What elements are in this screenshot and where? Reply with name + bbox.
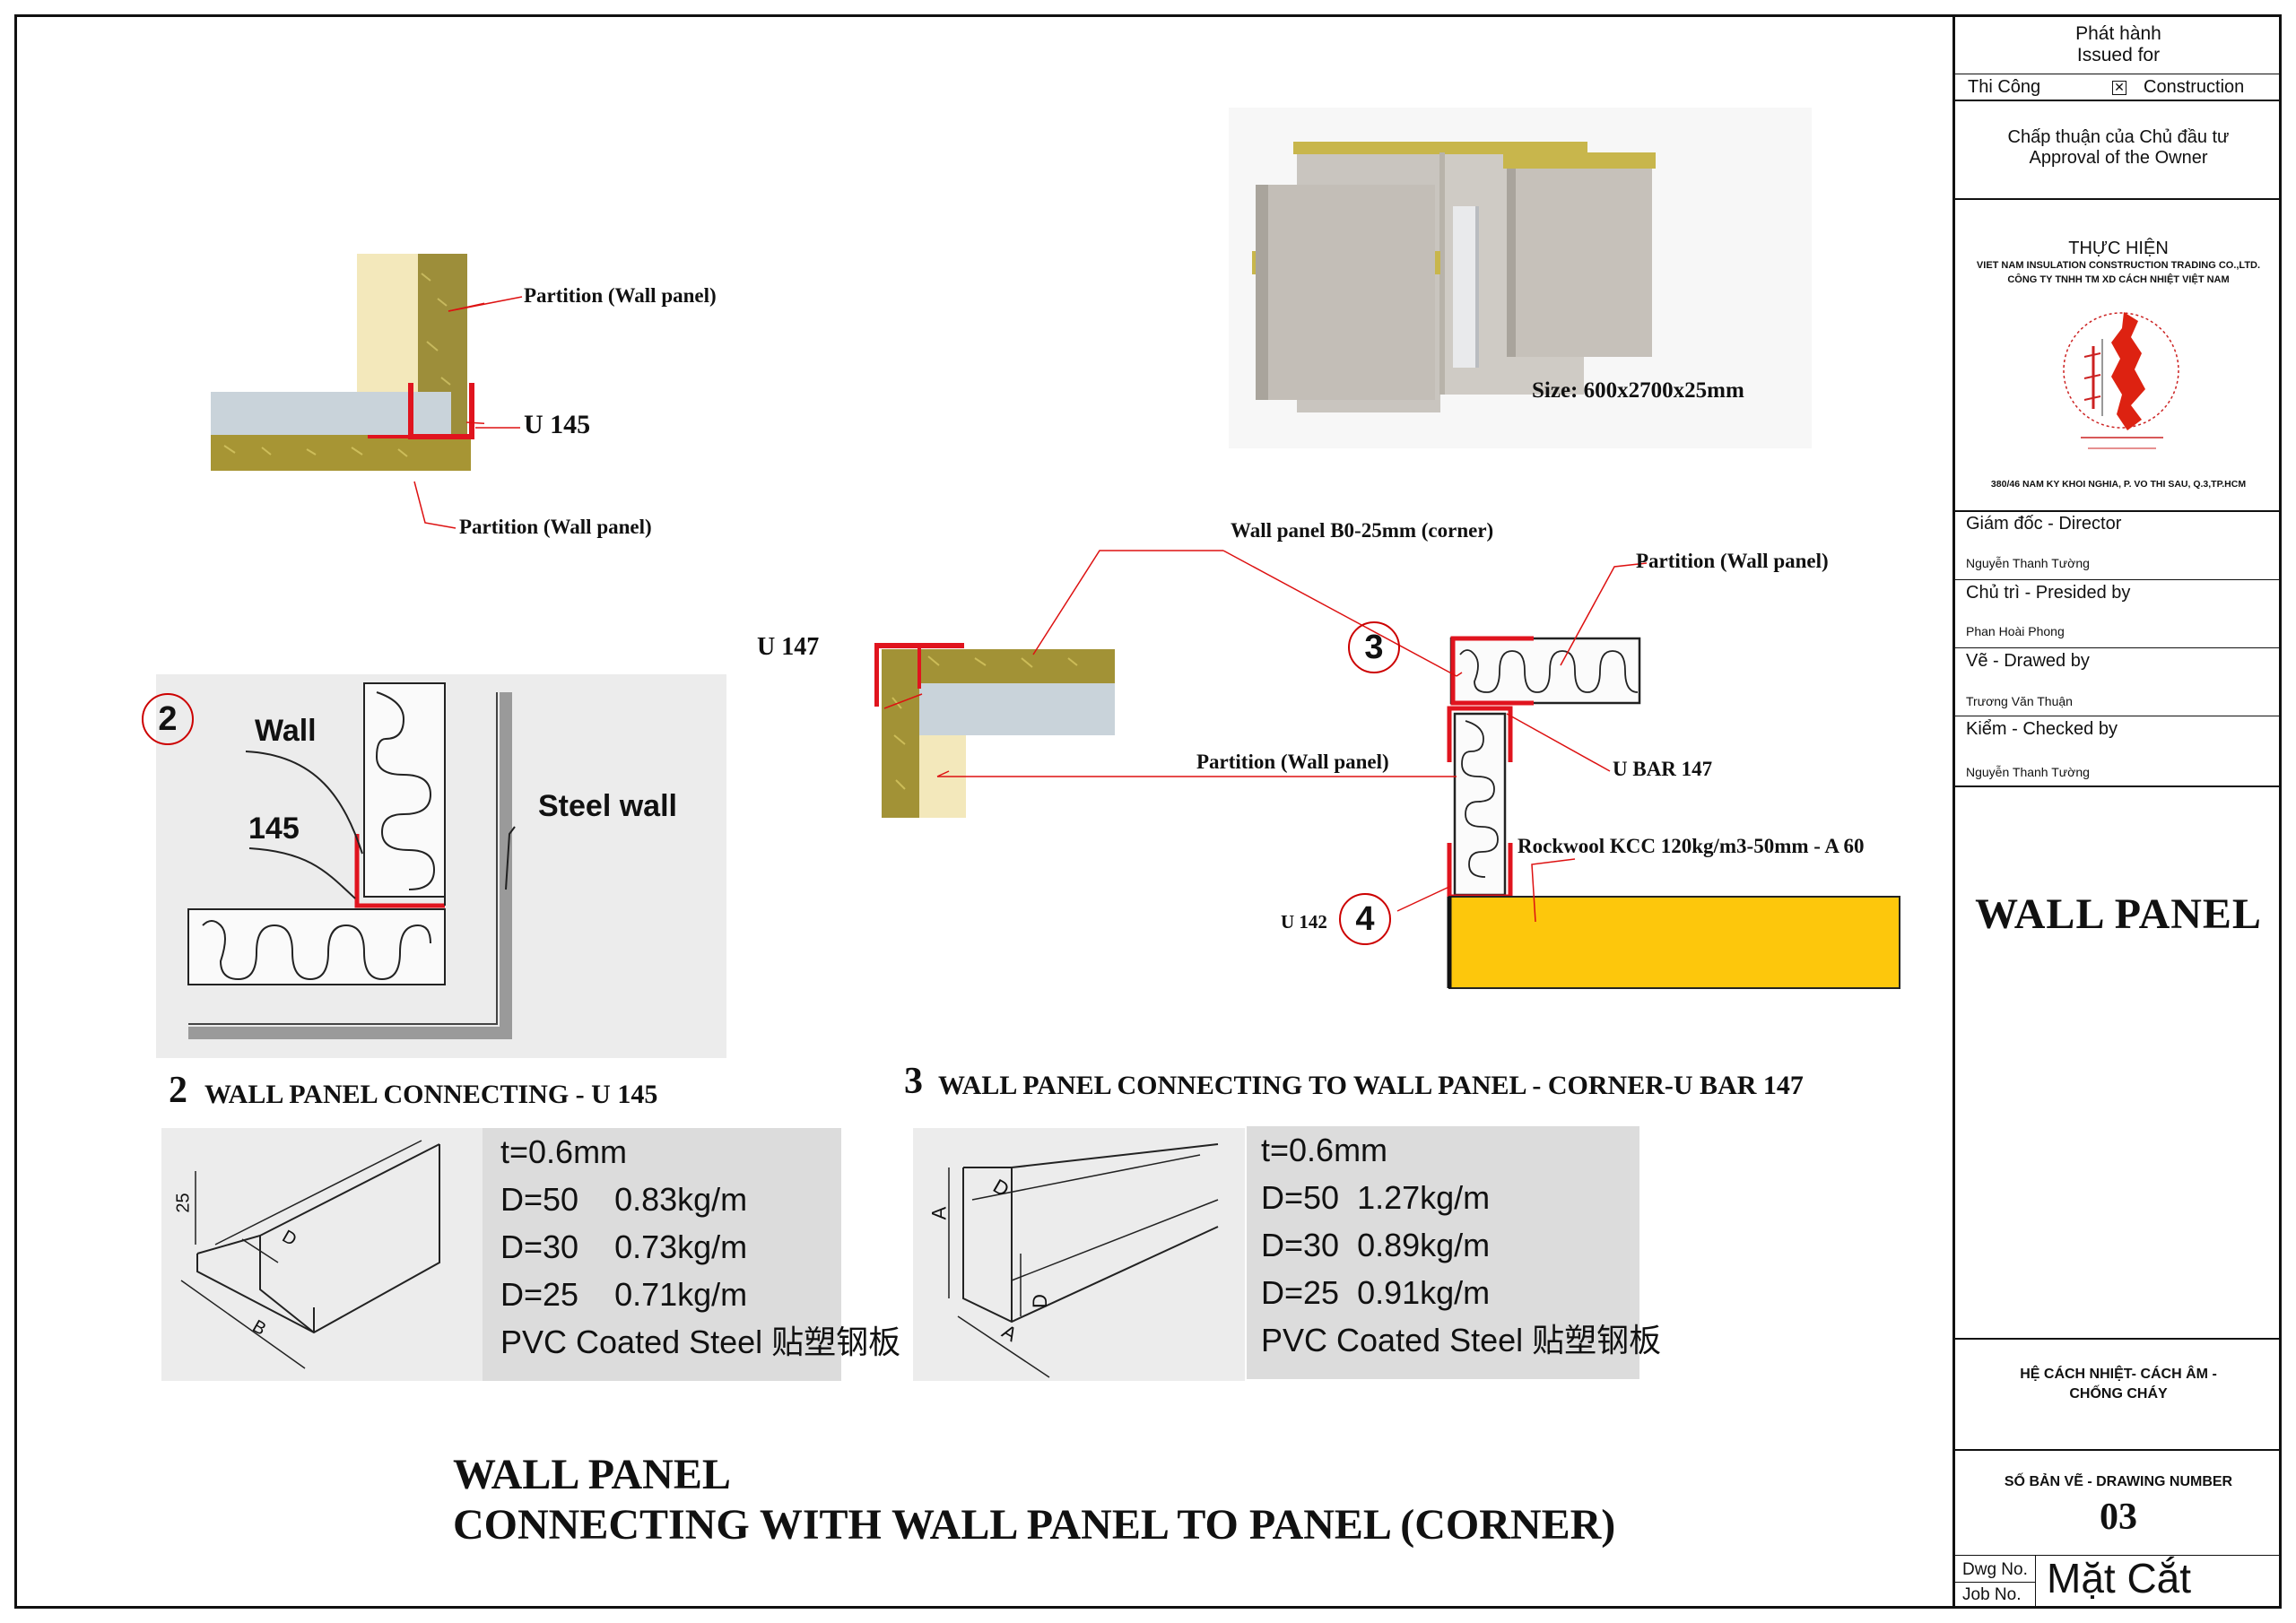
label-steel-wall: Steel wall — [538, 789, 677, 823]
dim-a1: A — [927, 1206, 951, 1220]
system-line2: CHỐNG CHÁY — [2069, 1386, 2168, 1402]
spec-2-line5: PVC Coated Steel 贴塑钢板 — [500, 1324, 901, 1360]
label-u147: U 147 — [757, 633, 820, 661]
dwg-no-label: Dwg No. — [1962, 1560, 2028, 1579]
label-ubar-147: U BAR 147 — [1613, 758, 1713, 780]
construction-label: Construction — [2144, 77, 2245, 97]
main-title-line1: WALL PANEL — [453, 1451, 731, 1498]
company-en: VIET NAM INSULATION CONSTRUCTION TRADING… — [1976, 260, 2261, 271]
system-line1: HỆ CÁCH NHIỆT- CÁCH ÂM - — [2020, 1367, 2217, 1382]
drawn-label: Vẽ - Drawed by — [1966, 651, 2090, 671]
panel-photo — [1229, 108, 1812, 448]
spec-2-line2: D=50 0.83kg/m — [500, 1181, 748, 1218]
profile-ubar147-drawing — [913, 1128, 1245, 1381]
profile-u145-drawing — [161, 1128, 484, 1381]
detail-u145-render — [211, 254, 484, 471]
label-partition-right: Partition (Wall panel) — [1636, 550, 1829, 572]
director-name: Nguyễn Thanh Tường — [1966, 556, 2090, 570]
label-partition-upper: Partition (Wall panel) — [524, 284, 717, 307]
detail-3-section — [1447, 636, 1900, 989]
spec-3-line4: D=25 0.91kg/m — [1261, 1274, 1491, 1311]
detail-2-sketch — [156, 674, 726, 1058]
presided-label: Chủ trì - Presided by — [1966, 583, 2131, 603]
label-corner-panel: Wall panel B0-25mm (corner) — [1231, 519, 1494, 542]
approval-vi: Chấp thuận của Chủ đầu tư — [2007, 127, 2230, 147]
issued-en: Issued for — [2076, 45, 2161, 65]
company-vi: CÔNG TY TNHH TM XD CÁCH NHIỆT VIỆT NAM — [2007, 274, 2230, 285]
thi-cong-label: Thi Công — [1968, 77, 2041, 97]
job-no-label: Job No. — [1962, 1585, 2022, 1604]
director-label: Giám đốc - Director — [1966, 514, 2122, 534]
label-145: 145 — [248, 812, 300, 846]
detail-3-leaders — [883, 550, 1648, 923]
spec-3-line2: D=50 1.27kg/m — [1261, 1179, 1491, 1216]
detail-3-number: 3 — [1348, 621, 1400, 673]
detail-u147-render — [874, 643, 1115, 818]
checked-name: Nguyễn Thanh Tường — [1966, 765, 2090, 779]
spec-3-line1: t=0.6mm — [1261, 1132, 1388, 1168]
detail-4-number: 4 — [1339, 893, 1391, 945]
caption-3-number: 3 — [904, 1061, 923, 1102]
main-title-line2: CONNECTING WITH WALL PANEL TO PANEL (COR… — [453, 1501, 1616, 1549]
spec-2-line4: D=25 0.71kg/m — [500, 1276, 748, 1313]
drawing-frame — [14, 14, 2282, 1609]
drawing-number-label: SỐ BẢN VẼ - DRAWING NUMBER — [2004, 1474, 2233, 1489]
drawn-name: Trương Văn Thuận — [1966, 694, 2073, 708]
company-logo — [2063, 312, 2179, 449]
label-partition-lower: Partition (Wall panel) — [459, 516, 652, 538]
spec-3-line5: PVC Coated Steel 贴塑钢板 — [1261, 1322, 1662, 1358]
sheet-name: Mặt Cắt — [2047, 1555, 2192, 1601]
panel-size: Size: 600x2700x25mm — [1532, 378, 1744, 403]
company-address: 380/46 NAM KY KHOI NGHIA, P. VO THI SAU,… — [1990, 479, 2247, 490]
spec-2-line3: D=30 0.73kg/m — [500, 1228, 748, 1265]
performed-label: THỰC HIỆN — [2068, 239, 2169, 258]
label-wall: Wall — [255, 714, 317, 748]
dim-25: 25 — [173, 1193, 194, 1213]
drawing-number: 03 — [2100, 1497, 2137, 1538]
spec-card-3: t=0.6mm D=50 1.27kg/m D=30 0.89kg/m D=25… — [1247, 1126, 1661, 1379]
label-u145: U 145 — [524, 410, 591, 439]
title-block: Phát hành Issued for Thi Công ✕ Construc… — [1952, 14, 2282, 1609]
spec-card-2: t=0.6mm D=50 0.83kg/m D=30 0.73kg/m D=25… — [483, 1128, 900, 1381]
spec-3-line3: D=30 0.89kg/m — [1261, 1227, 1491, 1263]
drawing-title: WALL PANEL — [1975, 890, 2262, 938]
presided-name: Phan Hoài Phong — [1966, 624, 2065, 638]
checked-label: Kiểm - Checked by — [1966, 719, 2118, 739]
label-u142: U 142 — [1281, 911, 1327, 933]
approval-en: Approval of the Owner — [2029, 148, 2208, 168]
detail-2-number: 2 — [142, 693, 194, 745]
spec-2-line1: t=0.6mm — [500, 1133, 628, 1170]
label-partition-mid: Partition (Wall panel) — [1196, 751, 1389, 773]
issued-vi: Phát hành — [2075, 23, 2161, 44]
construction-checkbox[interactable]: ✕ — [2112, 81, 2126, 95]
label-rockwool: Rockwool KCC 120kg/m3-50mm - A 60 — [1518, 835, 1865, 857]
caption-2-number: 2 — [169, 1070, 187, 1111]
caption-2: WALL PANEL CONNECTING - U 145 — [204, 1080, 658, 1109]
dim-d2: D — [1028, 1294, 1051, 1308]
caption-3: WALL PANEL CONNECTING TO WALL PANEL - CO… — [938, 1071, 1804, 1100]
